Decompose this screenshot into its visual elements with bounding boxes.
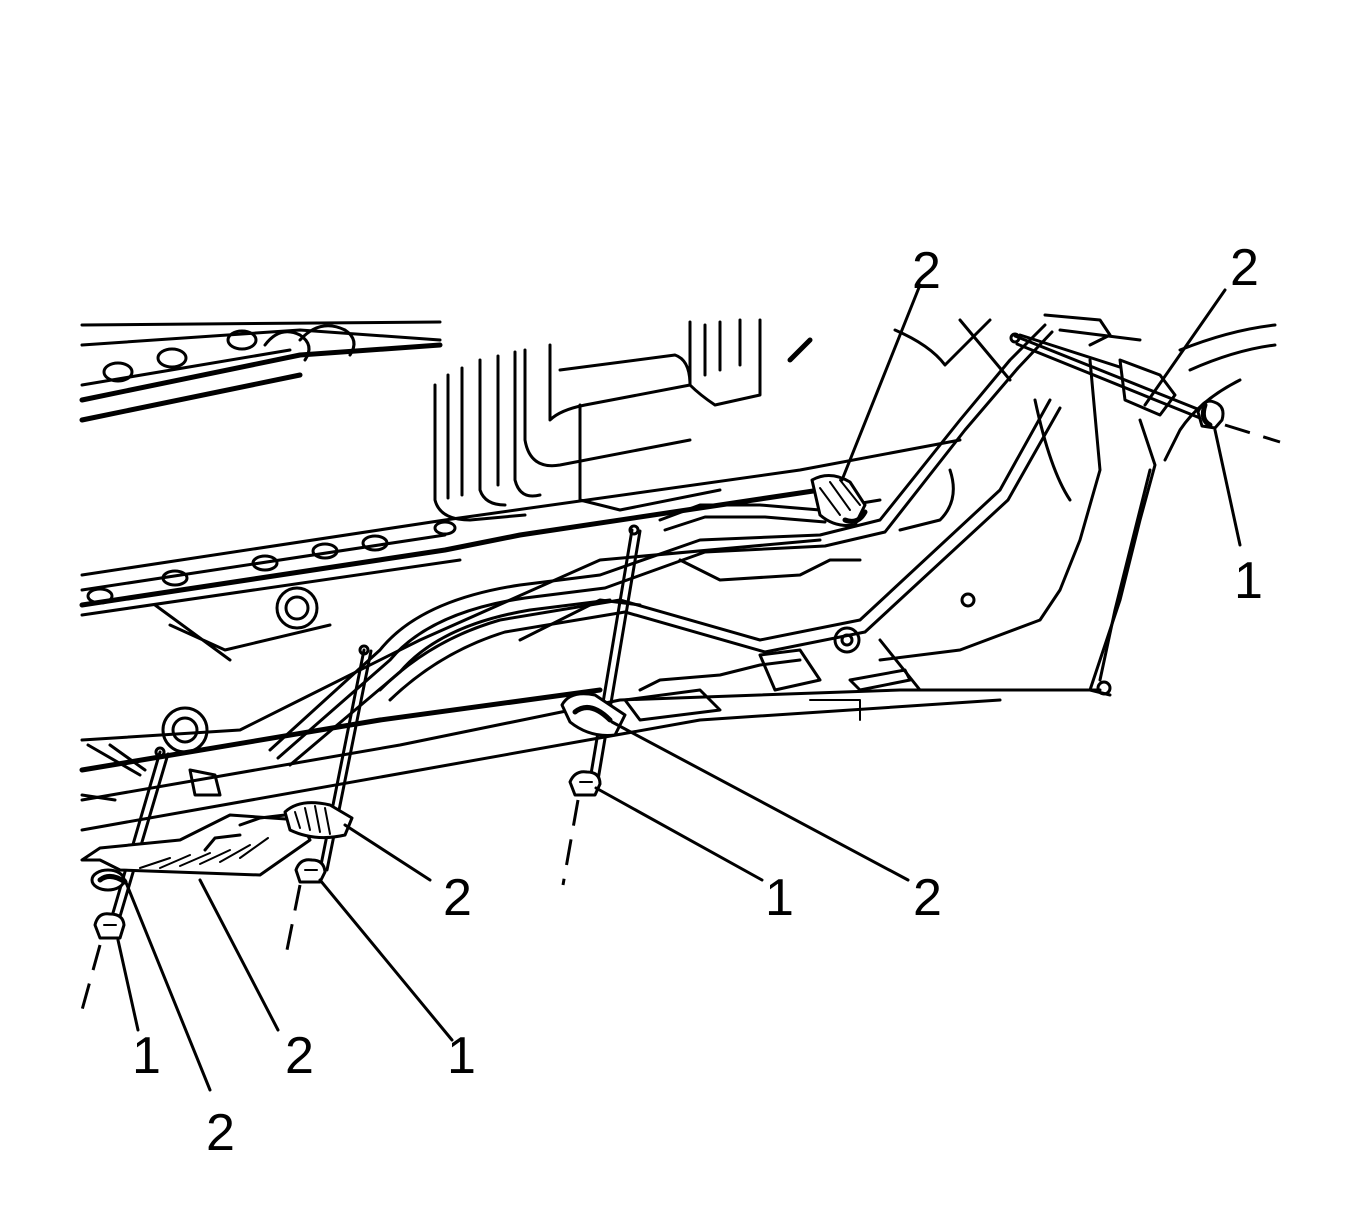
callout-label: 1 xyxy=(447,1027,476,1085)
callout-label: 2 xyxy=(913,869,942,927)
crossmember-bracket xyxy=(433,318,813,522)
callout-label: 2 xyxy=(912,242,941,300)
axis-dash-lines xyxy=(80,423,1281,1011)
push-nuts xyxy=(93,399,1225,940)
callout-labels: 2 2 1 2 1 2 1 2 1 2 xyxy=(132,239,1263,1162)
callout-label: 1 xyxy=(765,869,794,927)
callout-label: 1 xyxy=(132,1027,161,1085)
callout-label: 2 xyxy=(443,869,472,927)
callout-label: 2 xyxy=(285,1027,314,1085)
retainer-clips xyxy=(80,474,868,892)
leader-lines xyxy=(116,283,1242,1092)
callout-label: 2 xyxy=(1230,239,1259,297)
callout-label: 2 xyxy=(206,1104,235,1162)
fastener-rods xyxy=(106,332,1202,932)
callout-label: 1 xyxy=(1234,552,1263,610)
upper-floor-rail xyxy=(79,320,443,423)
